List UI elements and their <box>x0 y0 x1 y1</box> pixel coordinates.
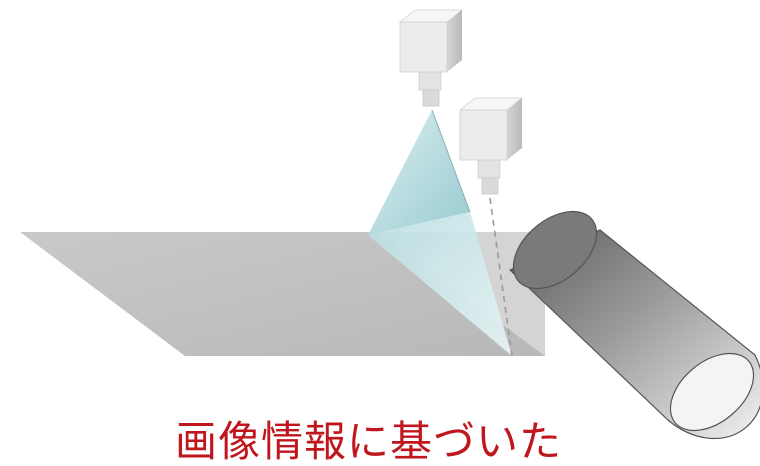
camera-1-lens <box>418 71 442 91</box>
roller-right-end <box>669 352 755 432</box>
camera-1 <box>398 9 464 107</box>
beam-camera-1 <box>368 110 470 235</box>
beam-camera-1-axis <box>431 109 471 213</box>
camera-2-lens <box>477 159 501 179</box>
beam-camera-1-lower <box>368 212 512 356</box>
beam-camera-2-line <box>489 197 513 357</box>
roller <box>508 210 760 440</box>
field-of-view-beams <box>368 109 513 357</box>
roller-left-end <box>512 210 598 290</box>
diagram-caption: 画像情報に基づいた <box>175 417 563 466</box>
camera-2 <box>458 97 524 195</box>
